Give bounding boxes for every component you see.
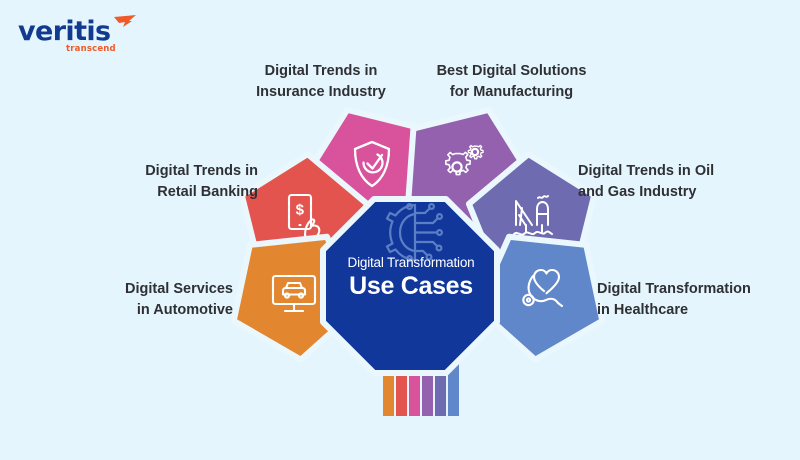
gears-icon xyxy=(445,144,484,176)
stripe-insurance xyxy=(409,358,420,416)
logo-tagline: transcend xyxy=(66,44,116,54)
label-banking: Digital Trends in Retail Banking xyxy=(145,163,258,200)
label-automotive: Digital Services in Automotive xyxy=(125,281,233,318)
label-healthcare: Digital Transformation in Healthcare xyxy=(597,281,751,318)
central-hub[interactable] xyxy=(320,196,500,376)
logo-wordmark: veritis xyxy=(18,16,111,47)
stripe-manufacturing xyxy=(422,358,433,416)
label-oilgas: Digital Trends in Oil and Gas Industry xyxy=(578,163,715,200)
shield-check-icon xyxy=(353,140,391,188)
stripe-automotive xyxy=(383,358,394,416)
svg-text:$: $ xyxy=(296,202,305,219)
label-manufacturing: Best Digital Solutions for Manufacturing xyxy=(436,63,587,100)
label-insurance: Digital Trends in Insurance Industry xyxy=(256,63,386,100)
heart-stethoscope-icon xyxy=(522,268,564,308)
gear-circuit-icon xyxy=(385,203,444,263)
central-hub-shape[interactable] xyxy=(320,196,500,376)
car-monitor-icon xyxy=(271,274,317,313)
oil-rig-icon xyxy=(513,195,553,236)
stripe-banking xyxy=(396,358,407,416)
stripe-healthcare xyxy=(448,358,459,416)
stripe-oilgas xyxy=(435,358,446,416)
veritis-logo[interactable]: veritis transcend xyxy=(18,14,148,60)
stem-stripes xyxy=(383,358,459,416)
bird-swoosh-icon xyxy=(114,15,136,27)
